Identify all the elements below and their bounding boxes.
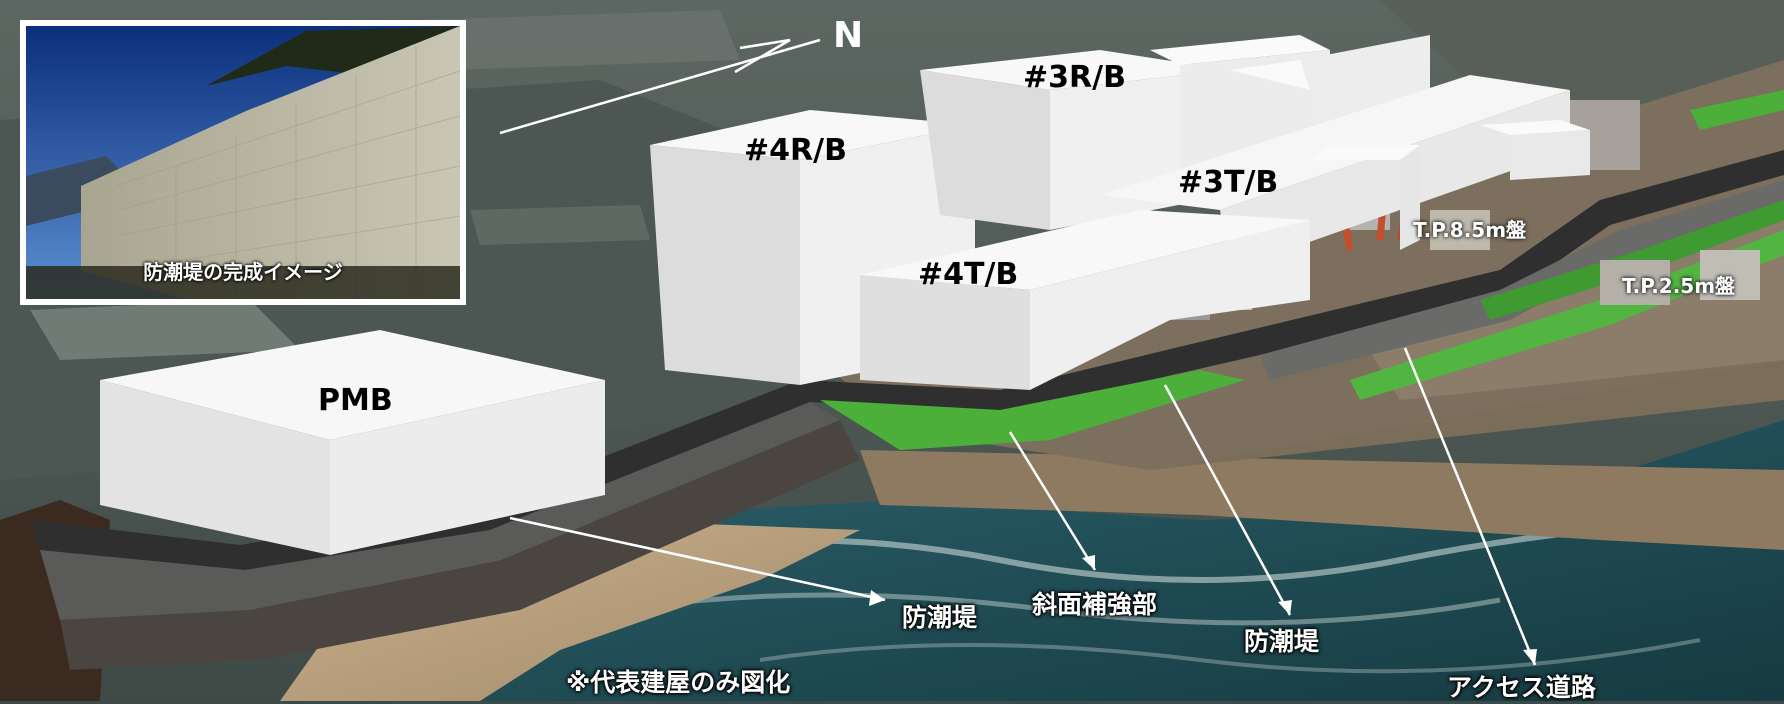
callout-access-road: アクセス道路 [1447,673,1596,702]
building-label-3rb: #3R/B [1023,60,1126,95]
seawall-photo [26,26,460,299]
callout-lines [499,38,1537,666]
inset-panel: 防潮堤の完成イメージ [20,20,466,305]
callout-line-access [1403,347,1537,666]
level-label-tp25: T.P.2.5m盤 [1622,274,1736,298]
seawall-structure [30,150,1784,670]
building-label-3tb: #3T/B [1178,165,1279,200]
callout-seawall-1: 防潮堤 [902,603,978,632]
callout-line-seawall-1 [509,516,886,602]
building-blocks [100,35,1590,555]
north-arrow-line [499,38,821,135]
north-arrow-head [734,38,791,74]
callout-slope-reinforcement: 斜面補強部 [1032,590,1158,619]
breakwater [860,450,1784,550]
north-label: N [833,15,864,56]
representative-buildings-note: ※代表建屋のみ図化 [566,668,791,697]
building-label-pmb: PMB [318,383,393,418]
callout-arrowheads [869,555,1537,665]
building-label-4tb: #4T/B [918,257,1019,292]
callout-seawall-2: 防潮堤 [1244,627,1320,656]
callout-line-slope [1008,431,1097,571]
level-label-tp85: T.P.8.5m盤 [1413,218,1527,242]
slope-reinforcement [820,90,1784,450]
building-label-4rb: #4R/B [744,133,847,168]
callout-line-seawall-2 [1163,384,1292,616]
inset-caption: 防潮堤の完成イメージ [143,260,343,284]
